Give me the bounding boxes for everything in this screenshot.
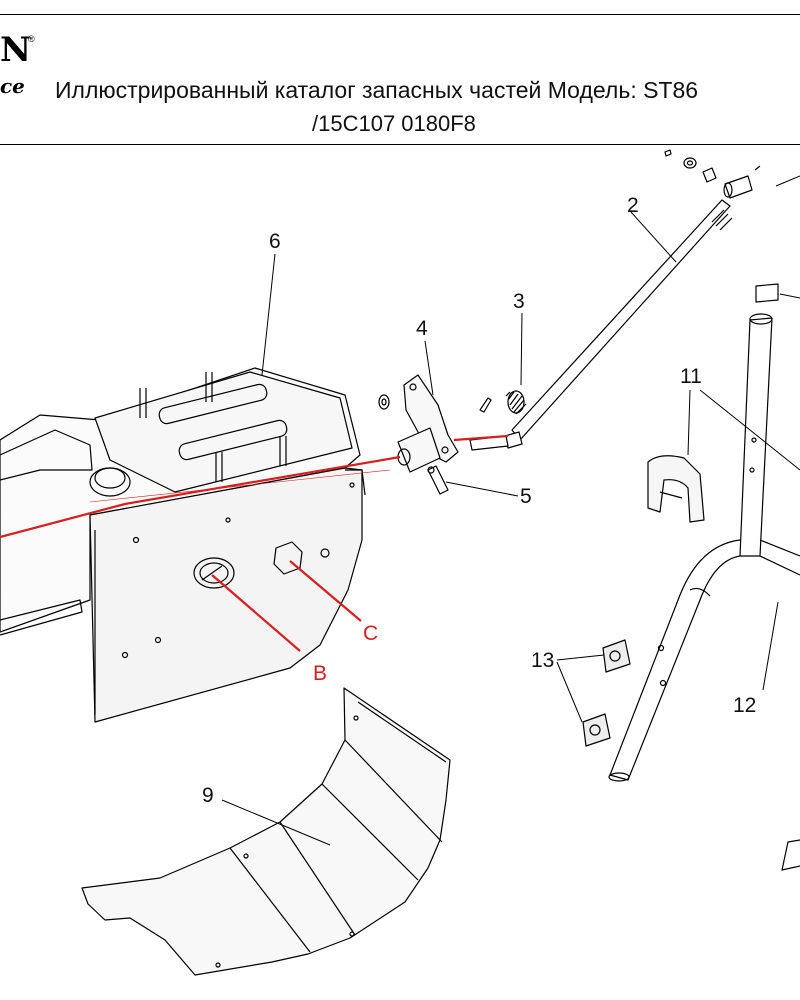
header-top-rule [0,14,800,15]
callout-12: 12 [733,694,756,717]
brand-logo: N ® ce [0,30,60,100]
callout-4: 4 [416,317,428,340]
header-bottom-rule [0,144,800,145]
reference-lines [0,434,509,652]
part-11-clip [647,455,705,523]
callout-6: 6 [269,230,281,253]
reference-letter-b: B [313,662,327,685]
callout-9: 9 [202,784,214,807]
part-12-handle [608,283,800,871]
callout-2: 2 [627,194,639,217]
callout-13: 13 [531,649,554,672]
part-13-nuts [582,639,631,747]
logo-registered-mark: ® [28,34,35,44]
part-4-bracket [378,374,459,473]
callout-3: 3 [513,290,525,313]
callout-5: 5 [520,485,532,508]
page-subtitle: /15C107 0180F8 [312,111,476,136]
part-2-rod [469,149,761,451]
part-5-pin [427,465,449,495]
logo-mark: N [0,30,31,70]
page-title: Иллюстрированный каталог запасных частей… [55,77,699,103]
logo-subtext: ce [0,74,25,98]
part-6-housing [0,367,366,723]
parts-diagram: 2 3 4 5 6 9 11 12 13 B C [0,149,800,976]
reference-letter-c: C [363,622,378,645]
leader-lines [221,175,800,846]
callout-11: 11 [680,365,702,388]
part-3-spring [479,390,527,415]
part-9-shield [81,687,451,976]
